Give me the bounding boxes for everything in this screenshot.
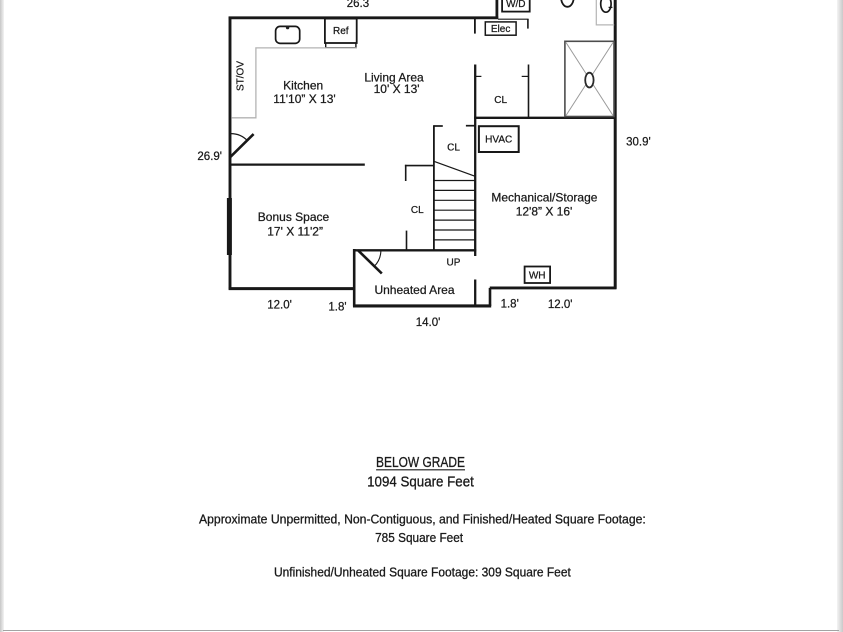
svg-text:WH: WH <box>529 271 546 282</box>
svg-text:CL: CL <box>411 205 424 216</box>
svg-text:30.9': 30.9' <box>626 136 651 148</box>
svg-text:785 Square Feet: 785 Square Feet <box>375 530 463 545</box>
svg-text:1094 Square Feet: 1094 Square Feet <box>367 474 474 490</box>
svg-text:10' X 13': 10' X 13' <box>374 82 420 96</box>
svg-text:W/D: W/D <box>506 0 525 10</box>
svg-text:1.8': 1.8' <box>328 301 346 313</box>
svg-text:Ref: Ref <box>333 26 349 37</box>
svg-text:Approximate Unpermitted, Non-C: Approximate Unpermitted, Non-Contiguous,… <box>199 511 646 526</box>
svg-text:ST/OV: ST/OV <box>236 61 247 91</box>
svg-text:UP: UP <box>447 257 461 268</box>
svg-text:12'8” X 16': 12'8” X 16' <box>516 204 573 218</box>
svg-text:1.8': 1.8' <box>501 298 519 310</box>
svg-text:CL: CL <box>447 142 460 153</box>
svg-text:17' X 11'2”: 17' X 11'2” <box>267 224 323 238</box>
svg-text:Elec: Elec <box>491 24 510 35</box>
svg-text:HVAC: HVAC <box>485 135 512 146</box>
svg-text:26.9': 26.9' <box>197 151 222 163</box>
svg-text:14.0': 14.0' <box>416 317 441 329</box>
svg-text:Kitchen: Kitchen <box>283 79 323 93</box>
svg-text:Unfinished/Unheated Square Foo: Unfinished/Unheated Square Footage: 309 … <box>274 565 571 580</box>
svg-text:CL: CL <box>494 95 507 106</box>
svg-text:BELOW GRADE: BELOW GRADE <box>376 455 465 471</box>
svg-text:Living Area: Living Area <box>364 70 424 84</box>
svg-text:Bonus Space: Bonus Space <box>258 210 330 224</box>
svg-text:26.3: 26.3 <box>347 0 369 10</box>
svg-text:Mechanical/Storage: Mechanical/Storage <box>491 190 597 204</box>
svg-text:Unheated Area: Unheated Area <box>374 283 454 297</box>
svg-text:12.0': 12.0' <box>267 299 292 311</box>
svg-text:12.0': 12.0' <box>548 299 573 311</box>
svg-text:11'10” X 13': 11'10” X 13' <box>273 92 335 106</box>
